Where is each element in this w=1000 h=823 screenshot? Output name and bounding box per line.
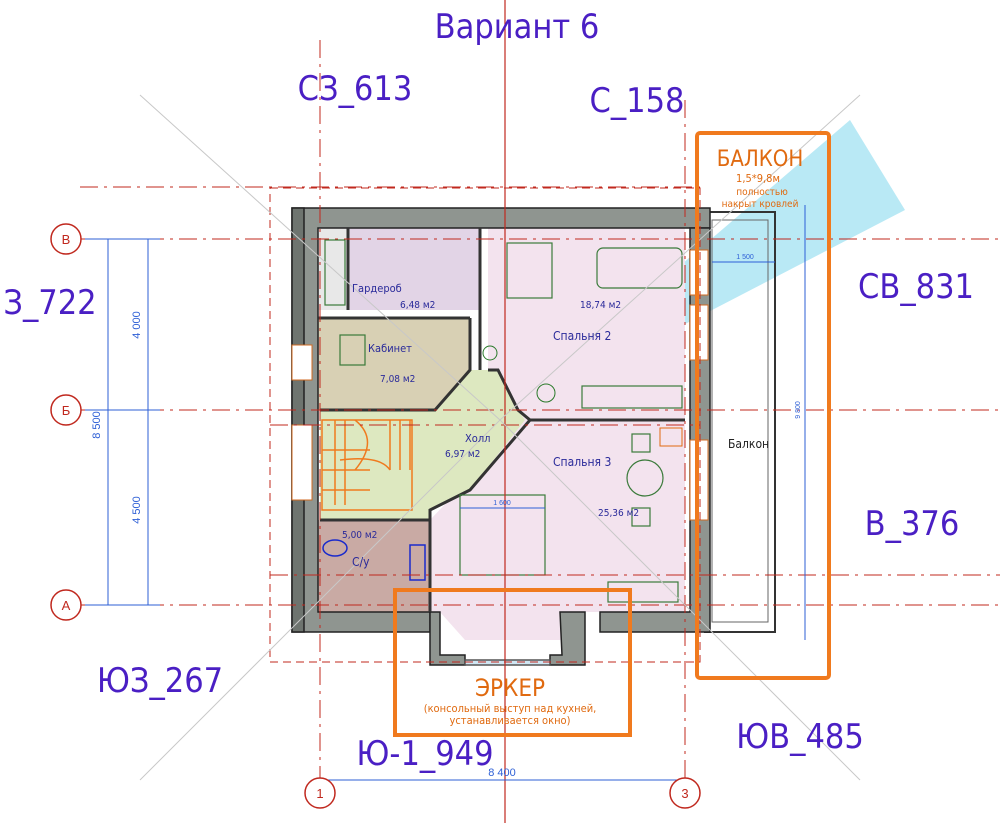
balcony-frame bbox=[695, 131, 831, 680]
orientation-rays bbox=[139, 94, 861, 781]
staircase bbox=[321, 419, 413, 511]
room-fills bbox=[318, 228, 685, 640]
bathroom-fixtures bbox=[322, 539, 426, 581]
plant-icon-2 bbox=[536, 383, 556, 403]
furniture bbox=[324, 239, 683, 603]
plant-icon bbox=[482, 345, 498, 361]
dimension-lines bbox=[85, 205, 806, 781]
axis-lines bbox=[80, 186, 1000, 606]
chimney bbox=[659, 427, 683, 447]
column-axis-lines bbox=[319, 40, 686, 785]
axis-markers bbox=[50, 223, 701, 809]
erker-frame bbox=[393, 588, 632, 737]
